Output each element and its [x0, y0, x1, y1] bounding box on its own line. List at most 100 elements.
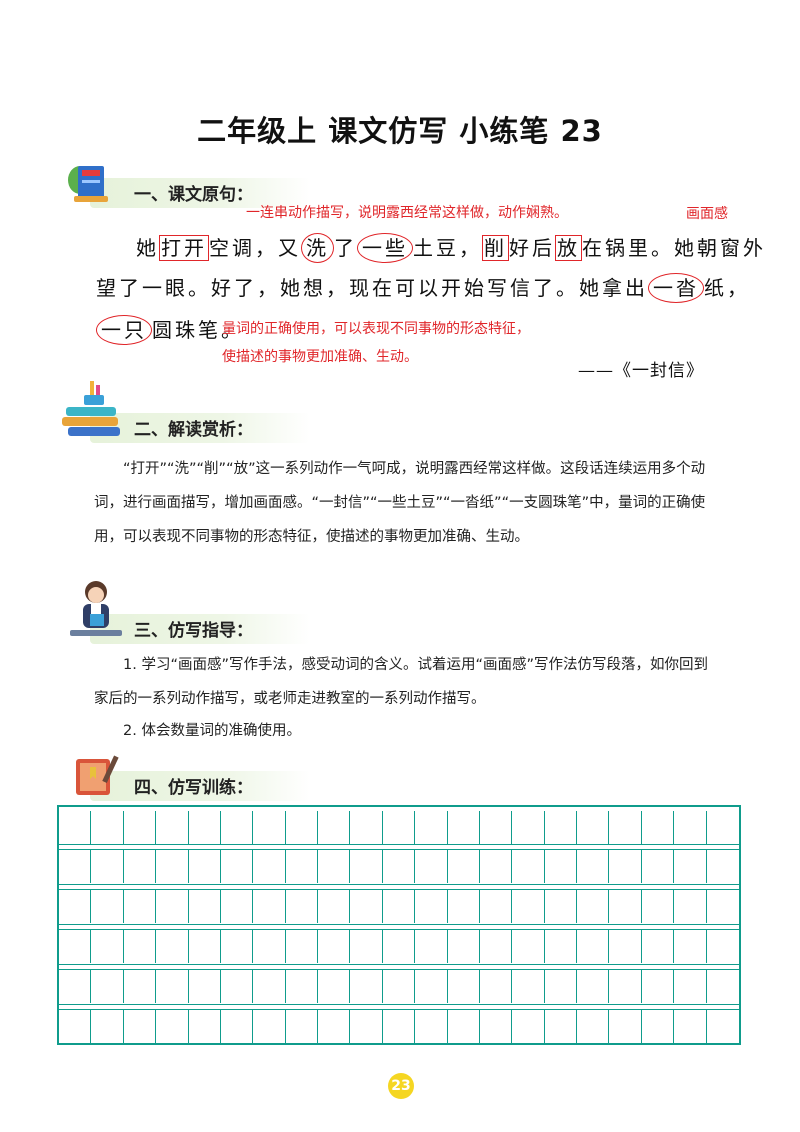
- grid-cell[interactable]: [350, 811, 383, 844]
- grid-cell[interactable]: [124, 970, 157, 1003]
- grid-cell[interactable]: [156, 811, 189, 844]
- grid-cell[interactable]: [512, 1010, 545, 1043]
- grid-cell[interactable]: [383, 850, 416, 883]
- grid-cell[interactable]: [189, 890, 221, 923]
- grid-cell[interactable]: [124, 930, 157, 963]
- grid-cell[interactable]: [91, 850, 124, 883]
- grid-cell[interactable]: [59, 811, 92, 844]
- grid-cell[interactable]: [545, 811, 577, 844]
- grid-cell[interactable]: [189, 930, 221, 963]
- grid-cell[interactable]: [91, 811, 124, 844]
- grid-cell[interactable]: [545, 970, 577, 1003]
- grid-cell[interactable]: [350, 930, 383, 963]
- grid-row[interactable]: [59, 970, 739, 1003]
- grid-cell[interactable]: [480, 930, 513, 963]
- grid-cell[interactable]: [286, 811, 318, 844]
- grid-cell[interactable]: [350, 1010, 383, 1043]
- grid-cell[interactable]: [609, 1010, 642, 1043]
- grid-cell[interactable]: [707, 890, 739, 923]
- grid-cell[interactable]: [156, 850, 189, 883]
- grid-cell[interactable]: [156, 970, 189, 1003]
- grid-cell[interactable]: [512, 811, 545, 844]
- grid-cell[interactable]: [189, 970, 221, 1003]
- grid-cell[interactable]: [577, 850, 610, 883]
- grid-cell[interactable]: [286, 890, 318, 923]
- grid-cell[interactable]: [221, 1010, 254, 1043]
- grid-cell[interactable]: [642, 930, 675, 963]
- grid-cell[interactable]: [707, 1010, 739, 1043]
- writing-grid[interactable]: [57, 805, 741, 1045]
- grid-cell[interactable]: [253, 930, 286, 963]
- grid-cell[interactable]: [642, 811, 675, 844]
- grid-cell[interactable]: [480, 890, 513, 923]
- grid-cell[interactable]: [221, 890, 254, 923]
- grid-cell[interactable]: [415, 1010, 448, 1043]
- grid-cell[interactable]: [350, 890, 383, 923]
- grid-cell[interactable]: [448, 890, 480, 923]
- grid-cell[interactable]: [156, 890, 189, 923]
- grid-cell[interactable]: [156, 930, 189, 963]
- grid-cell[interactable]: [512, 970, 545, 1003]
- grid-cell[interactable]: [59, 930, 92, 963]
- grid-cell[interactable]: [577, 970, 610, 1003]
- grid-cell[interactable]: [674, 970, 707, 1003]
- grid-cell[interactable]: [189, 1010, 221, 1043]
- grid-cell[interactable]: [480, 811, 513, 844]
- grid-cell[interactable]: [221, 930, 254, 963]
- grid-cell[interactable]: [318, 970, 351, 1003]
- grid-cell[interactable]: [124, 890, 157, 923]
- grid-cell[interactable]: [448, 850, 480, 883]
- grid-cell[interactable]: [59, 890, 92, 923]
- grid-cell[interactable]: [674, 850, 707, 883]
- grid-cell[interactable]: [512, 890, 545, 923]
- grid-cell[interactable]: [609, 890, 642, 923]
- grid-cell[interactable]: [253, 811, 286, 844]
- grid-cell[interactable]: [545, 850, 577, 883]
- grid-cell[interactable]: [286, 930, 318, 963]
- grid-cell[interactable]: [124, 850, 157, 883]
- grid-cell[interactable]: [156, 1010, 189, 1043]
- grid-cell[interactable]: [415, 811, 448, 844]
- grid-cell[interactable]: [545, 1010, 577, 1043]
- grid-cell[interactable]: [448, 930, 480, 963]
- grid-cell[interactable]: [221, 811, 254, 844]
- grid-cell[interactable]: [707, 850, 739, 883]
- grid-cell[interactable]: [318, 811, 351, 844]
- grid-cell[interactable]: [609, 850, 642, 883]
- grid-cell[interactable]: [253, 970, 286, 1003]
- grid-row[interactable]: [59, 890, 739, 923]
- grid-cell[interactable]: [383, 1010, 416, 1043]
- grid-cell[interactable]: [480, 970, 513, 1003]
- grid-cell[interactable]: [221, 850, 254, 883]
- grid-cell[interactable]: [674, 930, 707, 963]
- grid-cell[interactable]: [642, 850, 675, 883]
- grid-cell[interactable]: [545, 890, 577, 923]
- grid-cell[interactable]: [318, 930, 351, 963]
- grid-cell[interactable]: [221, 970, 254, 1003]
- grid-cell[interactable]: [350, 970, 383, 1003]
- grid-cell[interactable]: [448, 970, 480, 1003]
- grid-cell[interactable]: [415, 930, 448, 963]
- grid-cell[interactable]: [609, 970, 642, 1003]
- grid-cell[interactable]: [707, 970, 739, 1003]
- grid-cell[interactable]: [318, 890, 351, 923]
- grid-cell[interactable]: [383, 811, 416, 844]
- grid-cell[interactable]: [448, 1010, 480, 1043]
- grid-cell[interactable]: [642, 970, 675, 1003]
- grid-cell[interactable]: [253, 850, 286, 883]
- grid-cell[interactable]: [189, 850, 221, 883]
- grid-row[interactable]: [59, 930, 739, 963]
- grid-cell[interactable]: [189, 811, 221, 844]
- grid-cell[interactable]: [383, 930, 416, 963]
- grid-cell[interactable]: [91, 930, 124, 963]
- grid-cell[interactable]: [124, 811, 157, 844]
- grid-cell[interactable]: [415, 890, 448, 923]
- grid-cell[interactable]: [480, 850, 513, 883]
- grid-cell[interactable]: [609, 930, 642, 963]
- grid-cell[interactable]: [674, 1010, 707, 1043]
- grid-cell[interactable]: [383, 970, 416, 1003]
- grid-cell[interactable]: [286, 970, 318, 1003]
- grid-cell[interactable]: [286, 1010, 318, 1043]
- grid-cell[interactable]: [609, 811, 642, 844]
- grid-row[interactable]: [59, 811, 739, 844]
